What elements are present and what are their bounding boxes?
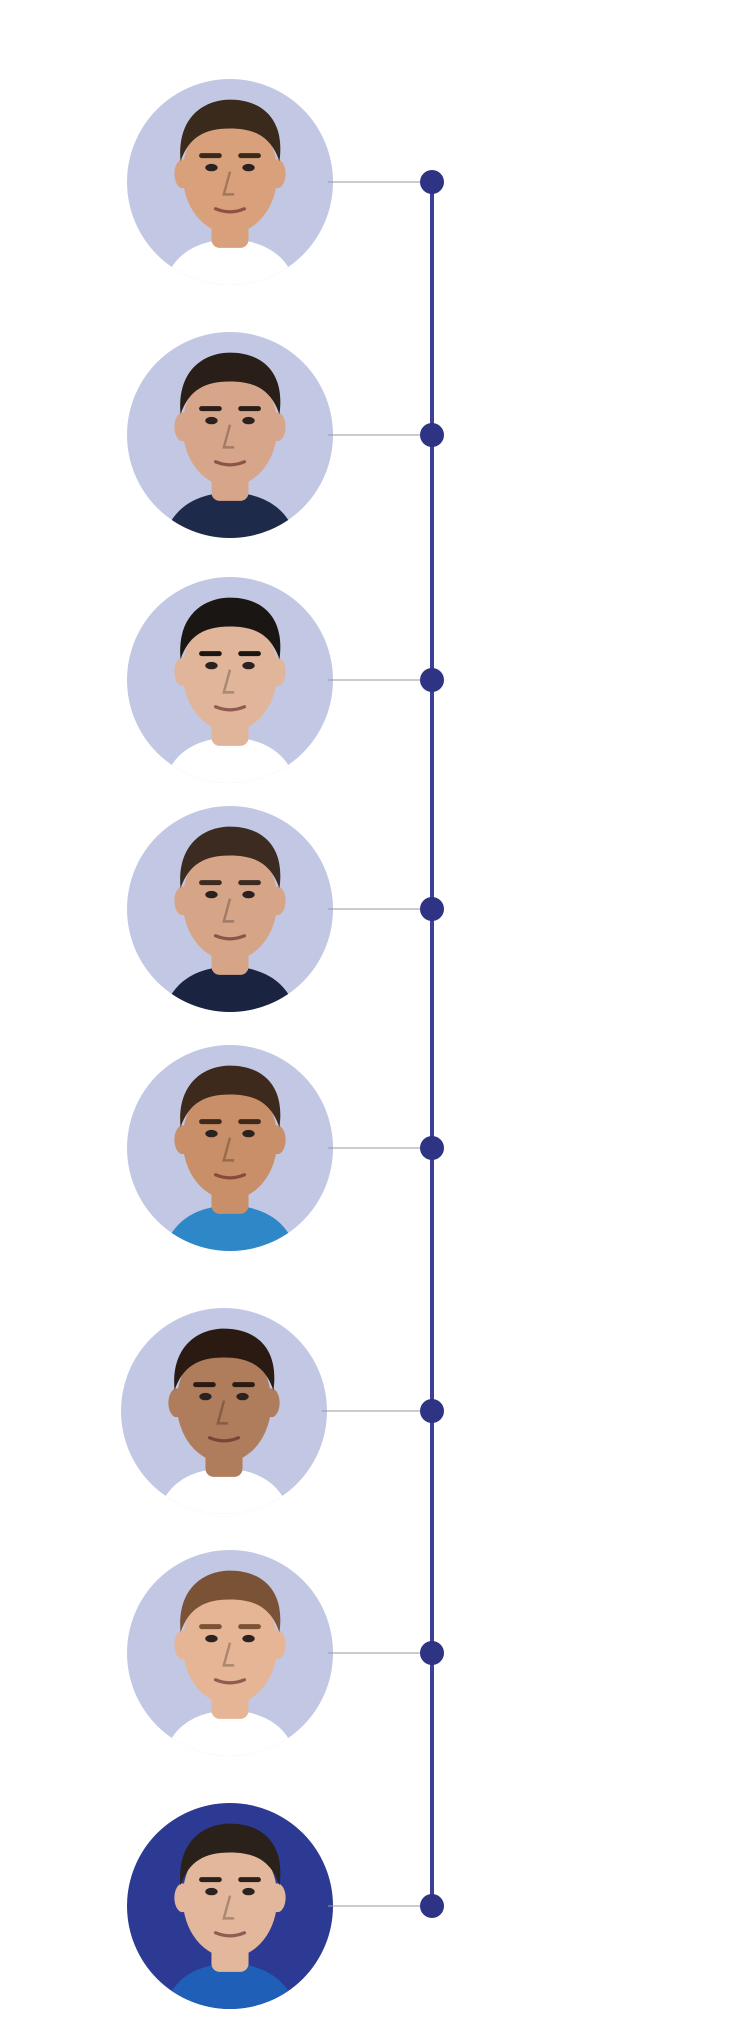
player-avatar[interactable] <box>127 79 333 285</box>
player-portrait-icon <box>158 1328 290 1514</box>
player-avatar[interactable] <box>121 1308 327 1514</box>
timeline-node[interactable] <box>420 1641 444 1665</box>
player-avatar[interactable] <box>127 1045 333 1251</box>
player-avatar[interactable] <box>127 332 333 538</box>
player-avatar[interactable] <box>127 577 333 783</box>
timeline-node[interactable] <box>420 1136 444 1160</box>
player-avatar-current[interactable] <box>127 1803 333 2009</box>
timeline-node[interactable] <box>420 1399 444 1423</box>
timeline-node[interactable] <box>420 170 444 194</box>
timeline-connector <box>328 434 431 436</box>
timeline-connector <box>322 1410 431 1412</box>
player-portrait-icon <box>164 1570 296 1756</box>
timeline-node[interactable] <box>420 423 444 447</box>
player-avatar[interactable] <box>127 1550 333 1756</box>
player-portrait-icon <box>164 99 296 285</box>
timeline-connector <box>328 181 431 183</box>
timeline-connector <box>328 1652 431 1654</box>
player-portrait-icon <box>164 1065 296 1251</box>
timeline-node[interactable] <box>420 1894 444 1918</box>
timeline-connector <box>328 1905 431 1907</box>
player-avatar[interactable] <box>127 806 333 1012</box>
player-portrait-icon <box>164 597 296 783</box>
timeline-node[interactable] <box>420 897 444 921</box>
timeline-connector <box>328 908 431 910</box>
timeline-spine <box>430 182 434 1906</box>
player-portrait-icon <box>164 352 296 538</box>
timeline-node[interactable] <box>420 668 444 692</box>
timeline-connector <box>328 679 431 681</box>
player-portrait-icon <box>164 826 296 1012</box>
timeline-connector <box>328 1147 431 1149</box>
player-portrait-icon <box>164 1823 296 2009</box>
